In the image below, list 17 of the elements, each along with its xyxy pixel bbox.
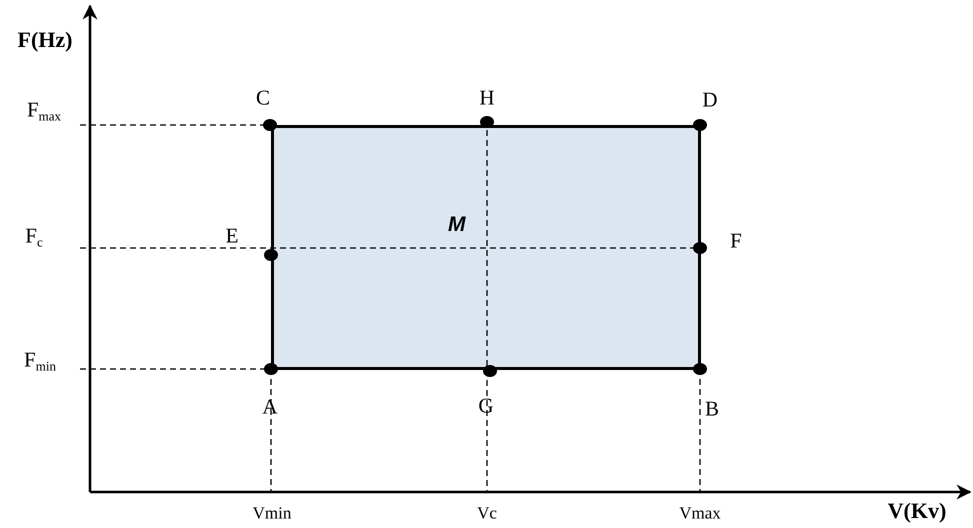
- point-label: D: [702, 90, 718, 110]
- axis-title: V(Kv): [888, 500, 946, 522]
- point-label: G: [478, 396, 494, 416]
- point-label: B: [705, 398, 719, 420]
- point-label: F: [730, 230, 742, 252]
- point-label: E: [226, 226, 238, 246]
- region-label: M: [448, 214, 466, 235]
- tick-label: F$_{c}$: [25, 226, 43, 246]
- point-label: H: [479, 88, 495, 108]
- tick-label: Vmin: [252, 504, 292, 522]
- tick-label: F$_{min}$: [24, 350, 56, 370]
- tick-label: Vmax: [679, 504, 721, 522]
- tick-label: Vc: [477, 504, 497, 522]
- axis-title: F(Hz): [18, 29, 72, 51]
- operating-region: [271, 125, 701, 370]
- tick-label: F$_{max}$: [26, 100, 62, 120]
- point-label: C: [256, 88, 270, 108]
